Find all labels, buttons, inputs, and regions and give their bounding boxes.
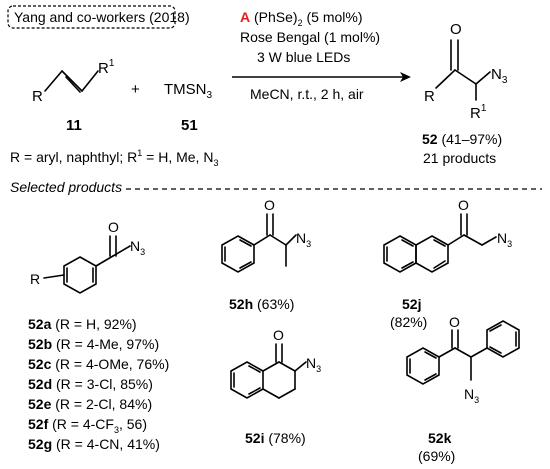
label-52j: 52j <box>402 296 421 312</box>
citation-box <box>7 5 176 29</box>
svg-text:52c (R = 4-OMe, 76%): 52c (R = 4-OMe, 76%) <box>28 356 169 372</box>
yield-52j: (82%) <box>390 314 427 330</box>
structure-52k: O N3 <box>406 314 520 405</box>
svg-text:N3: N3 <box>306 355 321 374</box>
svg-text:R1: R1 <box>470 103 487 122</box>
product-yield-range: 52 (41–97%) <box>422 131 502 147</box>
svg-text:O: O <box>264 197 275 213</box>
svg-text:O: O <box>108 219 119 235</box>
label-51: 51 <box>181 117 198 134</box>
section-title: Selected products <box>10 179 122 195</box>
svg-text:52f (R = 4-CF3, 56): 52f (R = 4-CF3, 56) <box>28 416 147 435</box>
svg-text:N3: N3 <box>497 230 512 249</box>
atom-R1: R1 <box>98 58 115 77</box>
svg-text:52b (R = 4-Me, 97%): 52b (R = 4-Me, 97%) <box>28 336 159 352</box>
svg-text:O: O <box>450 21 462 38</box>
product-52: O R N3 R1 <box>424 21 508 122</box>
structure-52h: O N3 <box>221 197 311 273</box>
reagent-tmsn3: TMSN3 <box>164 81 213 101</box>
svg-text:N3: N3 <box>130 238 145 257</box>
product-list-52a-g: 52a (R = H, 92%) 52b (R = 4-Me, 97%) 52c… <box>28 316 169 452</box>
product-count: 21 products <box>423 150 496 166</box>
reactant-11: R R1 <box>32 58 115 105</box>
yield-52k: (69%) <box>418 448 455 464</box>
svg-text:N3: N3 <box>491 66 508 86</box>
conditions-line: MeCN, r.t., 2 h, air <box>250 86 364 102</box>
scope-note: R = aryl, naphthyl; R1 = H, Me, N3 <box>10 148 218 168</box>
svg-text:52a (R = H, 92%): 52a (R = H, 92%) <box>28 316 137 332</box>
svg-text:52g (R = 4-CN, 41%): 52g (R = 4-CN, 41%) <box>28 436 160 452</box>
svg-text:R: R <box>424 88 435 105</box>
svg-text:52d (R = 3-Cl, 85%): 52d (R = 3-Cl, 85%) <box>28 376 153 392</box>
svg-text:52e (R = 2-Cl, 84%): 52e (R = 2-Cl, 84%) <box>28 396 152 412</box>
photocatalyst-line: Rose Bengal (1 mol%) <box>240 29 380 45</box>
label-11: 11 <box>66 117 82 134</box>
svg-text:O: O <box>458 197 469 213</box>
label-52k: 52k <box>428 430 452 446</box>
svg-text:R: R <box>30 271 40 287</box>
svg-text:N3: N3 <box>464 386 479 405</box>
light-line: 3 W blue LEDs <box>257 49 350 65</box>
structure-52a: O N3 R <box>30 219 145 294</box>
svg-text:O: O <box>273 327 284 343</box>
citation-text: Yang and co-workers (2018) <box>14 9 190 25</box>
catalyst-line: A (PhSe)2 (5 mol%) <box>240 9 363 28</box>
atom-R: R <box>32 88 43 105</box>
structure-52i: O N3 <box>230 327 321 399</box>
svg-text:O: O <box>449 314 460 330</box>
label-52i: 52i (78%) <box>245 430 306 446</box>
plus-sign: + <box>131 81 140 98</box>
svg-text:N3: N3 <box>296 230 311 249</box>
label-52h: 52h (63%) <box>229 296 294 312</box>
structure-52j: O N3 <box>383 197 512 273</box>
